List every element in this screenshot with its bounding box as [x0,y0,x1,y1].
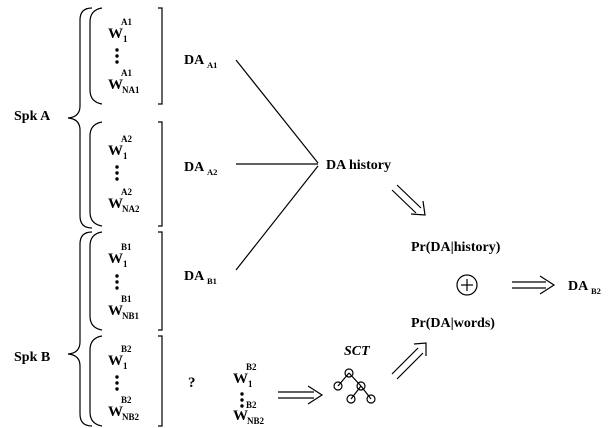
word-first: W [108,26,123,42]
speaker-b-brace [67,231,93,427]
double-arrow-words-to-sct [278,385,324,405]
utterance-a2: W A2 1 W A2 NA2 [89,121,163,227]
word-last-sub: NA2 [122,204,140,214]
ellipsis-dot [115,286,119,290]
word-last: W [108,303,123,319]
word-last-sub: NB2 [247,416,265,426]
word-first-sup: B1 [121,242,132,252]
da-a1-sub: A1 [207,60,217,70]
speaker-b-label: Spk B [14,350,50,365]
da-b1-label: DA [184,269,205,284]
sct-label: SCT [344,344,371,359]
word-last-sub: NB1 [122,311,140,321]
ellipsis-dot [115,177,119,181]
word-first: W [108,353,123,369]
bracket-right [158,231,163,331]
word-last: W [108,404,123,420]
ellipsis-dot [240,404,244,408]
utterance-b2: W B2 1 W B2 NB2 [89,335,163,427]
double-arrow-history-to-prhistory [391,184,426,216]
word-first-sup: A1 [121,17,132,27]
double-arrow-to-output [512,275,556,295]
bracket-left [89,335,103,427]
speaker-b-group: Spk B W B1 1 W B1 NB1 DA B1 W B2 1 [14,231,217,427]
ellipsis-dot [115,48,119,52]
word-first-sup: B2 [121,344,132,354]
ellipsis-dot [115,171,119,175]
ellipsis-dot [115,165,119,169]
word-first-sub: 1 [123,34,128,44]
utterance-b1: W B1 1 W B1 NB1 [89,231,163,331]
word-first: W [233,371,248,387]
word-first-sup: B2 [246,362,257,372]
pr-words-label: Pr(DA|words) [411,316,495,331]
da-a2-sub: A2 [207,167,217,177]
speaker-a-label: Spk A [14,109,51,124]
line-da-b1-to-history [235,165,319,271]
ellipsis-dot [115,375,119,379]
word-first: W [108,143,123,159]
word-last-sup: B2 [121,395,132,405]
word-last-sup: A1 [121,68,132,78]
da-a1-label: DA [184,53,205,68]
da-b1-sub: B1 [207,276,217,286]
ellipsis-dot [115,280,119,284]
bracket-left [89,121,103,227]
line-da-a1-to-history [235,59,319,164]
bracket-right [158,7,163,105]
output-da-sub: B2 [591,286,601,296]
pr-history-label: Pr(DA|history) [411,240,501,255]
da-history-label: DA history [326,158,391,173]
decision-tree-icon [333,368,376,404]
unknown-da-mark: ? [188,375,196,391]
word-last-sup: B1 [121,294,132,304]
ellipsis-dot [115,274,119,278]
word-last: W [108,196,123,212]
output-da-label: DA [568,279,589,294]
word-last-sub: NA1 [122,85,140,95]
bracket-right [158,121,163,227]
ellipsis-dot [115,54,119,58]
ellipsis-dot [115,60,119,64]
ellipsis-dot [240,398,244,402]
ellipsis-dot [115,381,119,385]
word-last: W [108,77,123,93]
word-last: W [233,408,248,424]
current-utterance-words: W B2 1 W B2 NB2 [233,362,265,426]
word-first-sub: 1 [248,379,253,389]
word-last-sub: NB2 [122,412,140,422]
ellipsis-dot [240,392,244,396]
speaker-a-brace [67,7,93,229]
da-a2-label: DA [184,160,205,175]
word-first: W [108,251,123,267]
utterance-a1: W A1 1 W A1 NA1 [89,7,163,105]
word-last-sup: B2 [246,400,257,410]
word-first-sup: A2 [121,134,132,144]
word-first-sub: 1 [123,259,128,269]
ellipsis-dot [115,387,119,391]
word-first-sub: 1 [123,151,128,161]
bracket-left [89,7,103,105]
word-first-sub: 1 [123,361,128,371]
word-last-sup: A2 [121,187,132,197]
speaker-a-group: Spk A W A1 1 W A1 NA1 DA A1 W A2 1 [14,7,217,229]
double-arrow-sct-to-prwords [391,342,427,380]
combine-operator-icon [456,274,478,296]
bracket-right [158,335,163,427]
bracket-left [89,231,103,331]
